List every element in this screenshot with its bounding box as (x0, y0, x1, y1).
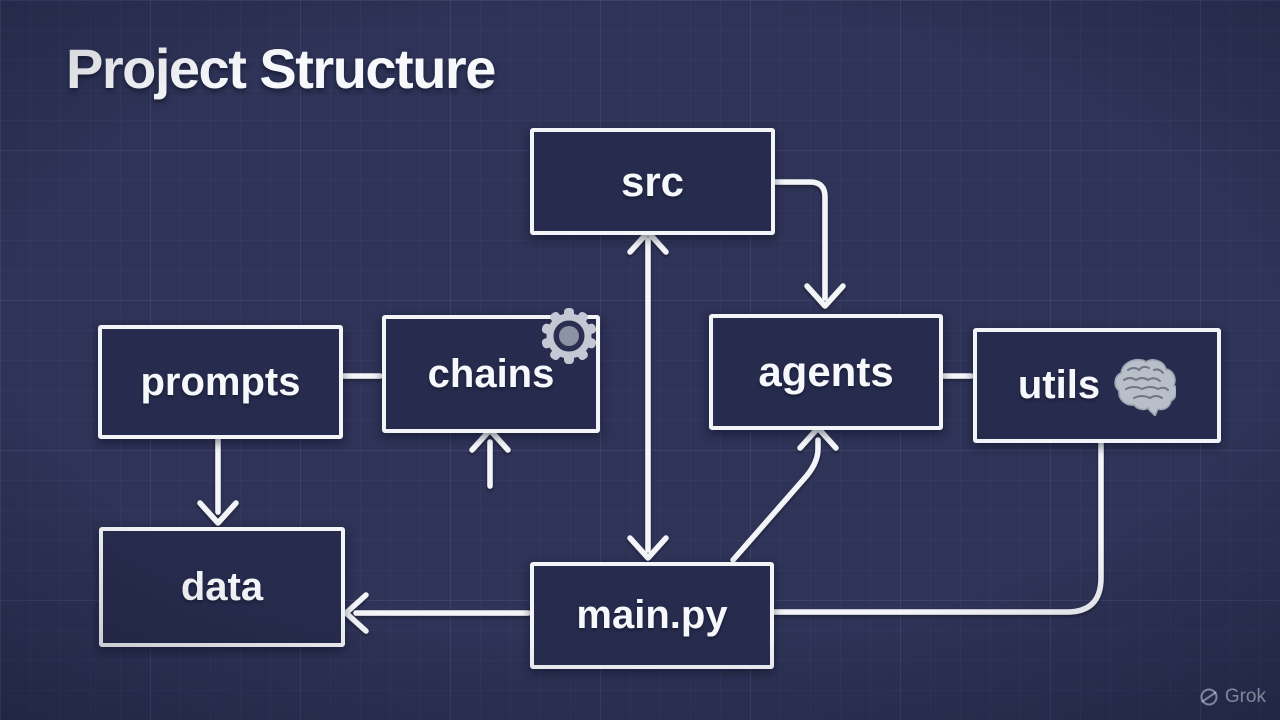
watermark: Grok (1199, 686, 1266, 708)
node-main-py-label: main.py (576, 593, 728, 637)
gear-icon (541, 308, 597, 364)
node-agents-label: agents (758, 348, 894, 395)
page-title: Project Structure (66, 37, 496, 100)
node-chains: chains (382, 308, 600, 433)
node-src: src (530, 128, 775, 235)
grok-logo-icon (1200, 688, 1218, 706)
node-main-py: main.py (530, 562, 774, 669)
node-utils-label: utils (1017, 363, 1101, 407)
node-src-label: src (620, 157, 685, 205)
node-utils: utils (973, 328, 1221, 443)
brain-icon (1114, 358, 1177, 416)
edge-main-chains (469, 427, 511, 489)
edge-prompts-data (197, 430, 239, 526)
node-data: data (99, 527, 345, 647)
node-agents: agents (709, 314, 943, 430)
node-data-label: data (180, 564, 264, 609)
edge-src-agents (766, 179, 846, 309)
edge-src-main-bidirectional (627, 229, 669, 561)
edge-main-agents (730, 425, 839, 563)
node-chains-label: chains (427, 351, 555, 396)
edge-main-data (343, 592, 531, 634)
watermark-label: Grok (1224, 686, 1266, 707)
node-prompts: prompts (98, 325, 343, 439)
edge-utils-main (765, 434, 1104, 615)
node-prompts-label: prompts (140, 359, 301, 404)
